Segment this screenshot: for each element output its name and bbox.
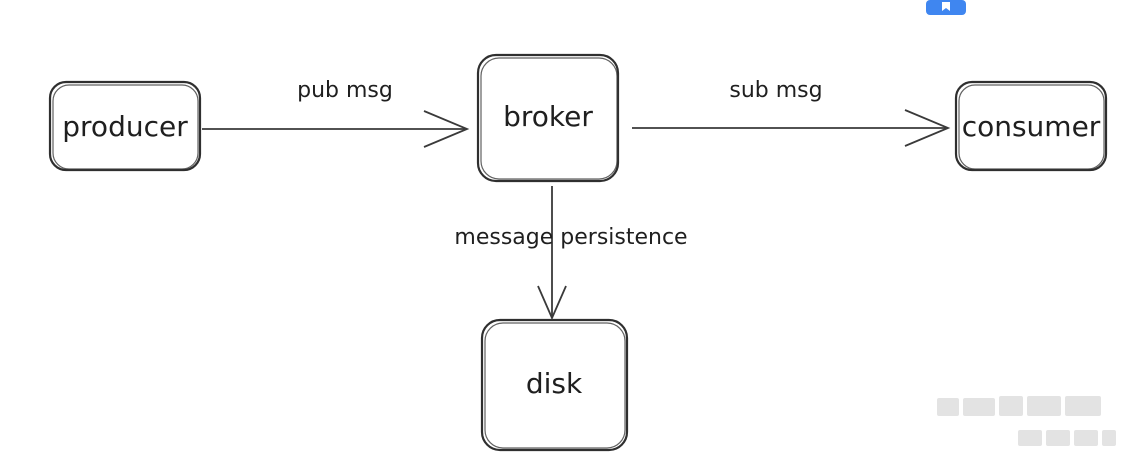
producer-label: producer: [62, 110, 188, 143]
sub-msg-label: sub msg: [729, 78, 822, 103]
broker-label: broker: [503, 100, 593, 133]
edge-producer-broker: pub msg: [202, 78, 470, 148]
watermark: [937, 396, 1116, 446]
consumer-label: consumer: [962, 110, 1101, 143]
corner-badge: [926, 0, 966, 15]
edge-broker-disk: message persistence: [454, 186, 688, 321]
pub-msg-label: pub msg: [297, 78, 393, 103]
message-persistence-label: message persistence: [454, 225, 687, 250]
node-producer: producer: [48, 80, 202, 172]
node-consumer: consumer: [954, 80, 1108, 172]
node-broker: broker: [476, 53, 620, 183]
node-disk: disk: [480, 318, 629, 452]
edge-broker-consumer: sub msg: [632, 78, 951, 147]
bookmark-icon: [942, 2, 950, 11]
disk-label: disk: [526, 367, 583, 400]
